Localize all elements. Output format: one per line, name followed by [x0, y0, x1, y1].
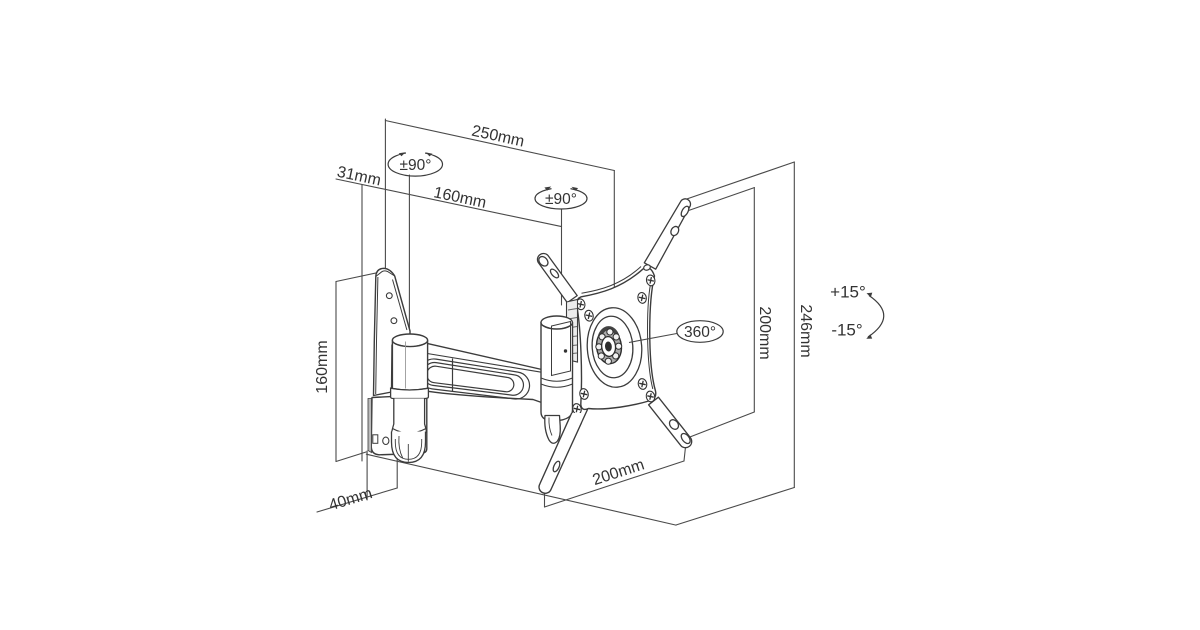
svg-text:+15°: +15°	[830, 283, 866, 302]
svg-text:±90°: ±90°	[400, 157, 432, 174]
svg-text:-15°: -15°	[831, 321, 862, 340]
svg-text:200mm: 200mm	[756, 306, 773, 359]
svg-text:±90°: ±90°	[545, 191, 577, 208]
svg-text:360°: 360°	[684, 324, 716, 341]
svg-text:160mm: 160mm	[314, 340, 331, 393]
svg-text:246mm: 246mm	[797, 304, 814, 357]
